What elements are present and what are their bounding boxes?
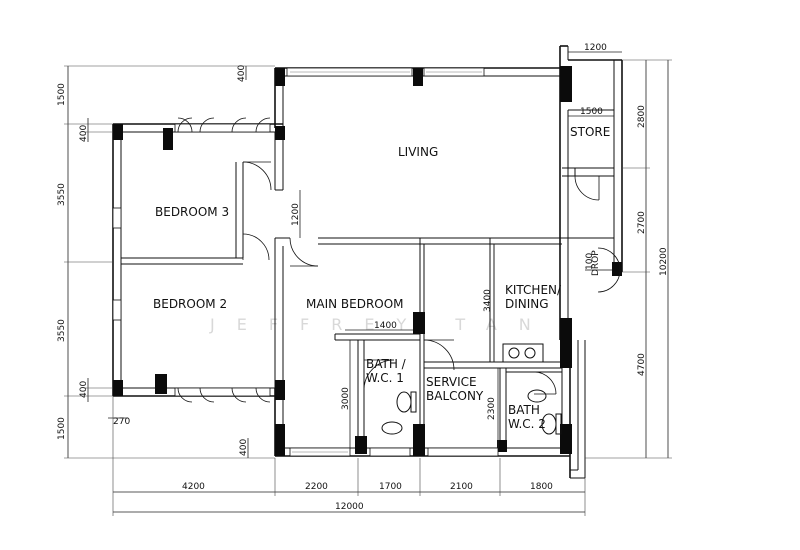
dim-kitchen: 3400 (483, 289, 493, 312)
label-bedroom-2: BEDROOM 2 (153, 297, 227, 311)
watermark: JEFFREY TAN (209, 315, 553, 334)
dim-bath1-depth: 3000 (341, 387, 351, 410)
dim-right-3: 4700 (637, 353, 647, 376)
dim-left-5: 400 (239, 439, 249, 456)
dim-left-ledge-bottom: 400 (79, 381, 89, 398)
dimension-text: 1500 400 3550 3550 400 1500 400 400 270 … (57, 43, 669, 512)
label-bath1-line1: BATH / (366, 357, 407, 371)
dim-closet: 1400 (374, 321, 397, 331)
doors (242, 161, 621, 435)
label-bath1-line2: W.C. 1 (366, 371, 404, 385)
exterior-walls (112, 45, 623, 479)
dim-corridor: 1200 (291, 203, 301, 226)
label-living: LIVING (398, 145, 438, 159)
room-labels: LIVING STORE BEDROOM 3 BEDROOM 2 MAIN BE… (153, 125, 610, 431)
dim-bottom-2: 2200 (305, 482, 328, 492)
dim-store-inner: 1500 (580, 107, 603, 117)
dim-bottom-total: 12000 (335, 502, 364, 512)
dim-right-1: 2800 (637, 105, 647, 128)
dim-right-total: 10200 (659, 247, 669, 276)
dim-left-1: 1500 (57, 83, 67, 106)
label-bedroom-3: BEDROOM 3 (155, 205, 229, 219)
dim-bottom-3: 1700 (379, 482, 402, 492)
dim-left-6: 1500 (57, 417, 67, 440)
dim-left-3: 3550 (57, 183, 67, 206)
dim-store-top: 1200 (584, 43, 607, 53)
dim-ledge-270: 270 (113, 417, 130, 427)
label-service-line2: BALCONY (426, 389, 484, 403)
dim-bottom-1: 4200 (182, 482, 205, 492)
dim-bottom-5: 1800 (530, 482, 553, 492)
dimension-lines (64, 51, 672, 516)
dim-left-ledge-top: 400 (79, 125, 89, 142)
windows (112, 67, 499, 457)
dim-left-2: 400 (237, 65, 247, 82)
structural-columns (113, 66, 622, 456)
label-bath2-line2: W.C. 2 (508, 417, 546, 431)
dim-right-2: 2700 (637, 211, 647, 234)
dim-drop-ledge: 100 (585, 253, 595, 270)
label-bath2-line1: BATH (508, 403, 540, 417)
label-service-line1: SERVICE (426, 375, 477, 389)
label-drop: DROP (591, 250, 601, 276)
label-kitchen-line1: KITCHEN/ (505, 283, 562, 297)
label-main-bedroom: MAIN BEDROOM (306, 297, 404, 311)
label-store: STORE (570, 125, 610, 139)
dim-bottom-4: 2100 (450, 482, 473, 492)
dim-left-4: 3550 (57, 319, 67, 342)
label-kitchen-line2: DINING (505, 297, 549, 311)
dim-service-depth: 2300 (487, 397, 497, 420)
